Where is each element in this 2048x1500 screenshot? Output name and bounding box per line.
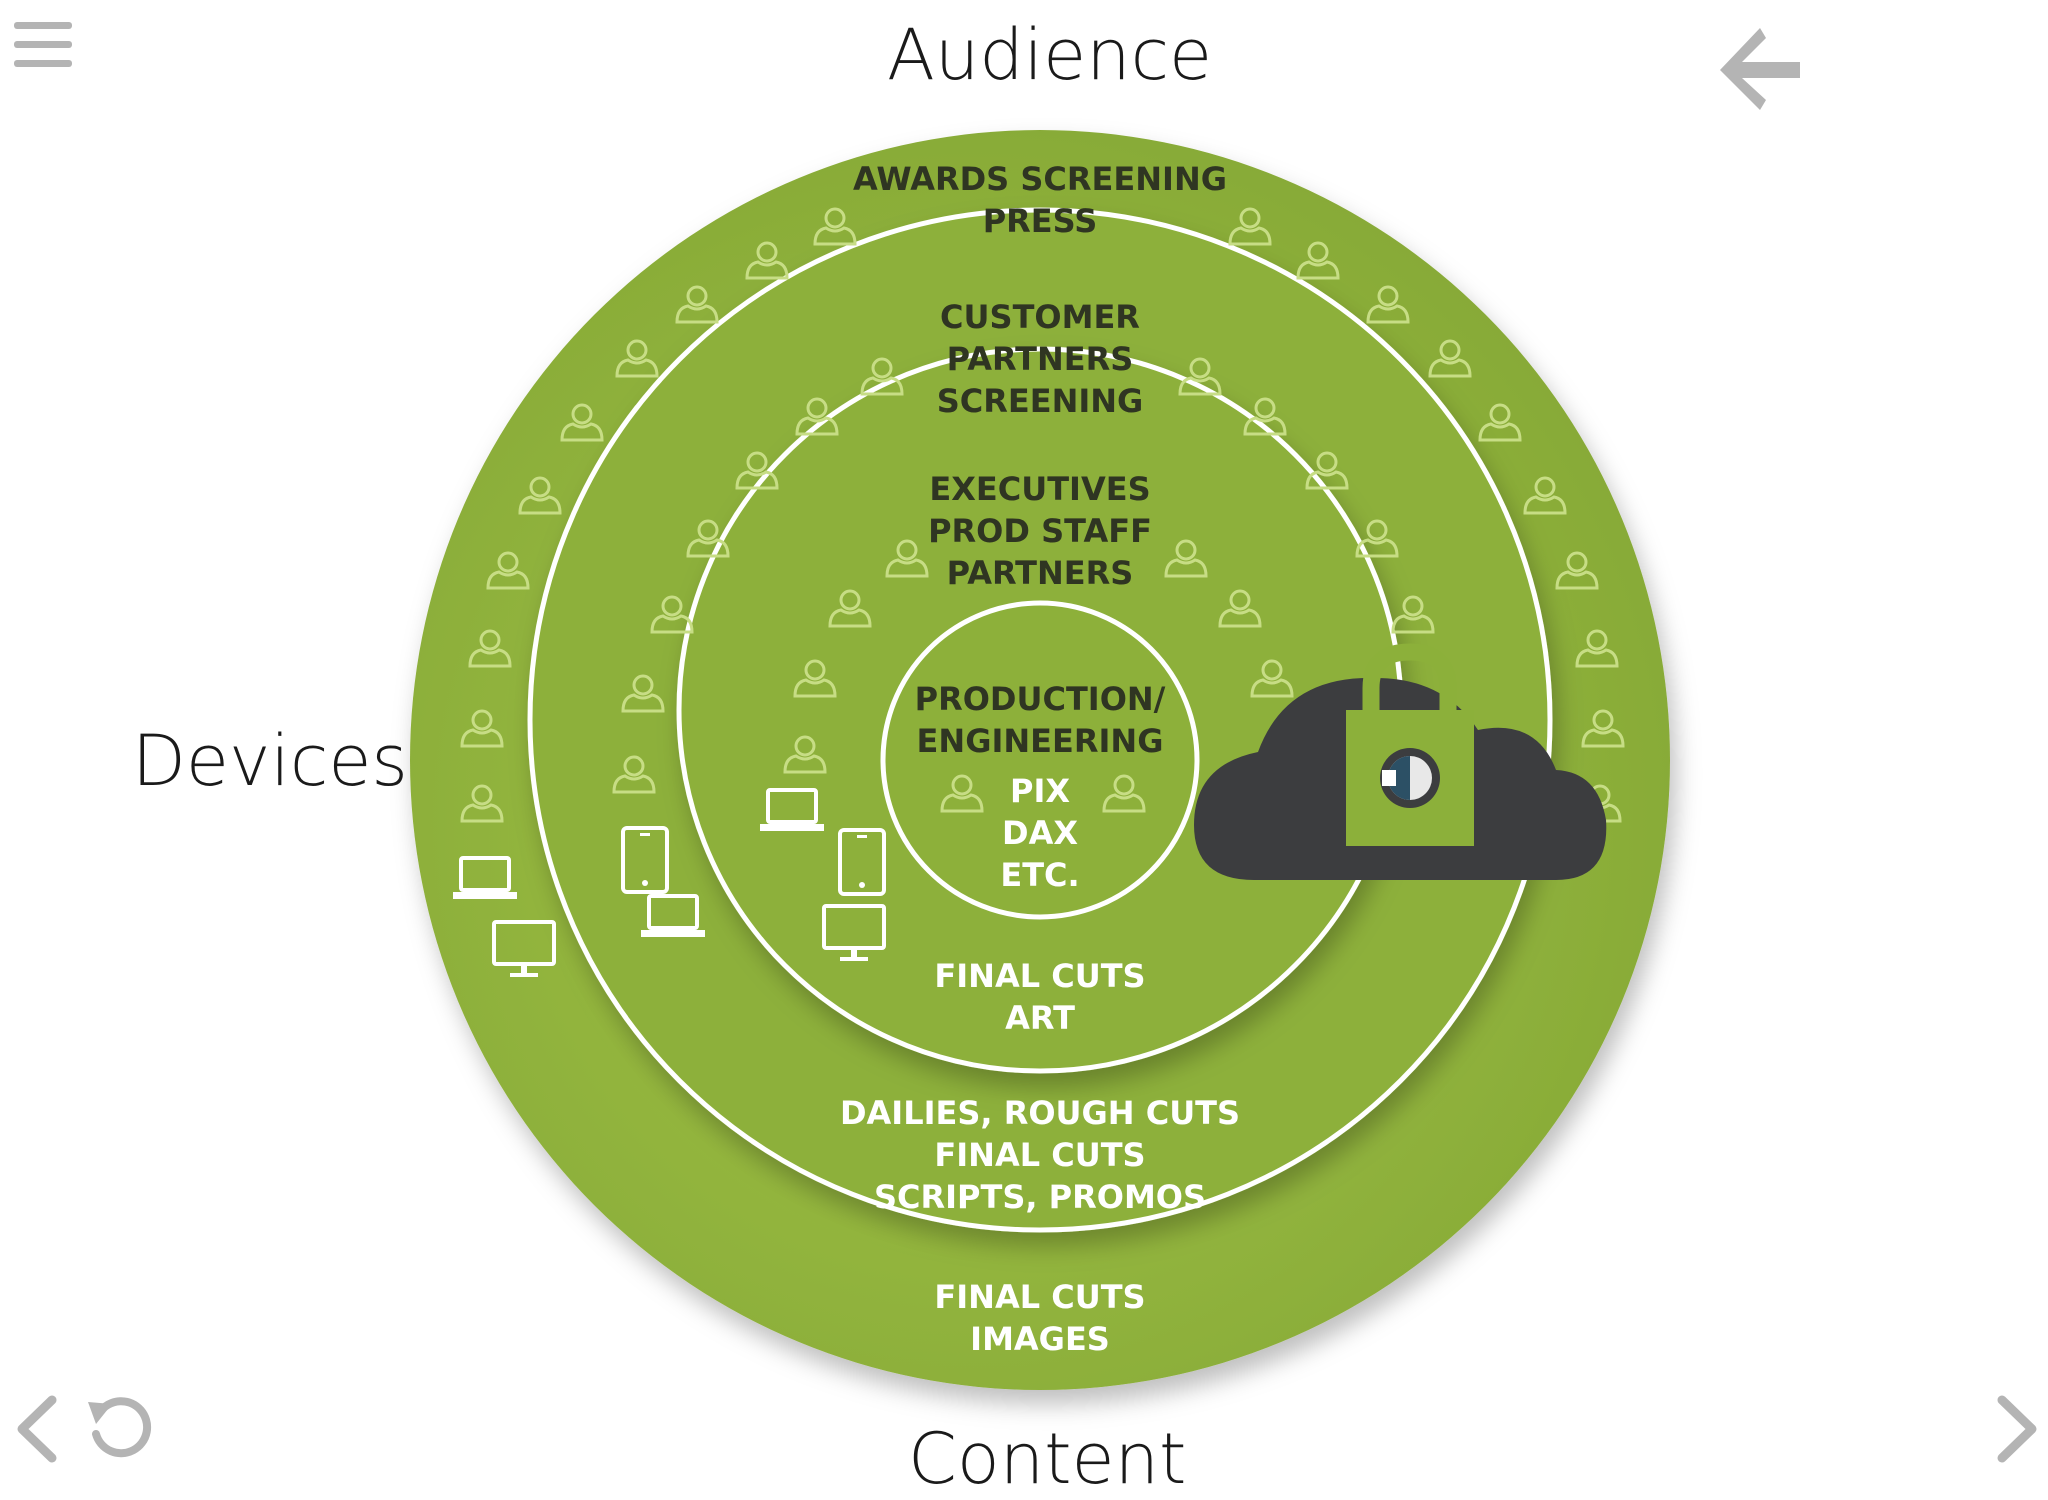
- ring-outer-audience-line: PRESS: [983, 202, 1098, 240]
- ring-outer-audience-line: AWARDS SCREENING: [853, 160, 1227, 198]
- ring-outer-content-line: FINAL CUTS: [934, 1278, 1145, 1316]
- ring-third-audience-line: PARTNERS: [947, 554, 1134, 592]
- arrow-left-icon[interactable]: [1716, 24, 1806, 114]
- chevron-right-icon[interactable]: [1992, 1394, 2042, 1464]
- audience-label: Audience: [887, 14, 1213, 96]
- ring-third-content-line: FINAL CUTS: [934, 957, 1145, 995]
- ring-core-content-line: PIX: [1010, 772, 1070, 810]
- ring-core-audience-line: PRODUCTION/: [915, 680, 1166, 718]
- devices-label: Devices: [132, 720, 408, 802]
- ring-second-content-line: DAILIES, ROUGH CUTS: [840, 1094, 1240, 1132]
- cloud-lock-icon: [1194, 643, 1607, 880]
- chevron-left-icon[interactable]: [12, 1394, 62, 1464]
- hamburger-menu-icon[interactable]: [14, 20, 74, 70]
- ring-third-audience-line: PROD STAFF: [928, 512, 1152, 550]
- ring-core-content-line: DAX: [1002, 814, 1078, 852]
- ring-core-content-line: ETC.: [1000, 856, 1079, 894]
- content-label: Content: [908, 1418, 1187, 1500]
- ring-second-content-line: FINAL CUTS: [934, 1136, 1145, 1174]
- ring-second-audience-line: CUSTOMER: [940, 298, 1140, 336]
- ring-core-audience-line: ENGINEERING: [917, 722, 1164, 760]
- ring-core: [880, 600, 1200, 920]
- ring-second-audience-line: PARTNERS: [947, 340, 1134, 378]
- ring-outer-content-line: IMAGES: [970, 1320, 1110, 1358]
- ring-second-content-line: SCRIPTS, PROMOS: [874, 1178, 1206, 1216]
- ring-third-content-line: ART: [1005, 999, 1075, 1037]
- ring-third-audience-line: EXECUTIVES: [929, 470, 1150, 508]
- replay-icon[interactable]: [86, 1394, 156, 1464]
- ring-second-audience-line: SCREENING: [937, 382, 1144, 420]
